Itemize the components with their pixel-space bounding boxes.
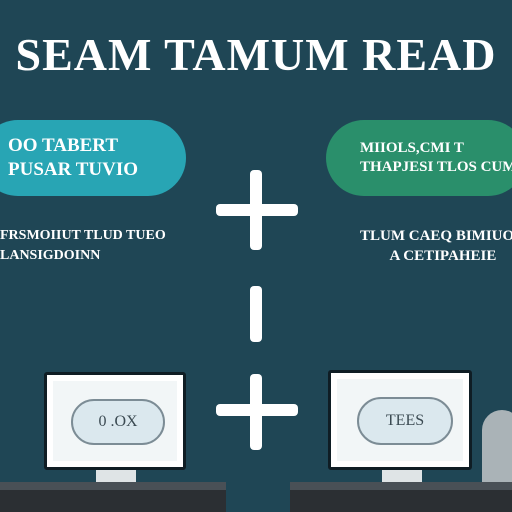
- left-screen-text: 0 .OX: [98, 413, 138, 430]
- right-monitor: TEES: [328, 370, 472, 470]
- left-screen-oval: 0 .OX: [71, 399, 165, 445]
- right-screen-text: TEES: [385, 412, 425, 429]
- left-monitor-screen: 0 .OX: [53, 381, 177, 461]
- left-monitor: 0 .OX: [44, 372, 186, 470]
- left-caption-line1: FRSMOIIUT TLUD TUEO: [0, 228, 166, 243]
- right-monitor-stand: [382, 470, 422, 484]
- right-screen-oval: TEES: [357, 397, 453, 445]
- right-caption-line2: A CETIPAHEIE: [389, 248, 497, 264]
- right-pill-line1: MIIOLS,CMI T: [360, 140, 464, 156]
- left-caption-line2: LANSIGDOINN: [0, 248, 101, 263]
- left-pill-banner: OO TABERT PUSAR TUVIO: [0, 120, 186, 196]
- right-caption-line1: TLUM CAEQ BIMIUOO: [360, 228, 512, 244]
- right-desk: [290, 490, 512, 512]
- left-desk: [0, 490, 226, 512]
- right-pill-line2: THAPJESI TLOS CUMHYUGE: [360, 159, 512, 175]
- right-monitor-screen: TEES: [337, 379, 463, 461]
- center-divider-line: [250, 286, 262, 342]
- left-monitor-stand: [96, 470, 136, 484]
- right-caption: TLUM CAEQ BIMIUOO A CETIPAHEIE: [360, 226, 512, 266]
- main-title: SEAM TAMUM READ: [15, 29, 497, 80]
- left-desk-top: [0, 482, 226, 490]
- left-pill-line1: OO TABERT: [8, 135, 119, 156]
- left-caption: FRSMOIIUT TLUD TUEO LANSIGDOINN: [0, 226, 166, 266]
- right-desk-top: [290, 482, 512, 490]
- right-pill-banner: MIIOLS,CMI T THAPJESI TLOS CUMHYUGE: [326, 120, 512, 196]
- left-pill-line2: PUSAR TUVIO: [8, 159, 139, 180]
